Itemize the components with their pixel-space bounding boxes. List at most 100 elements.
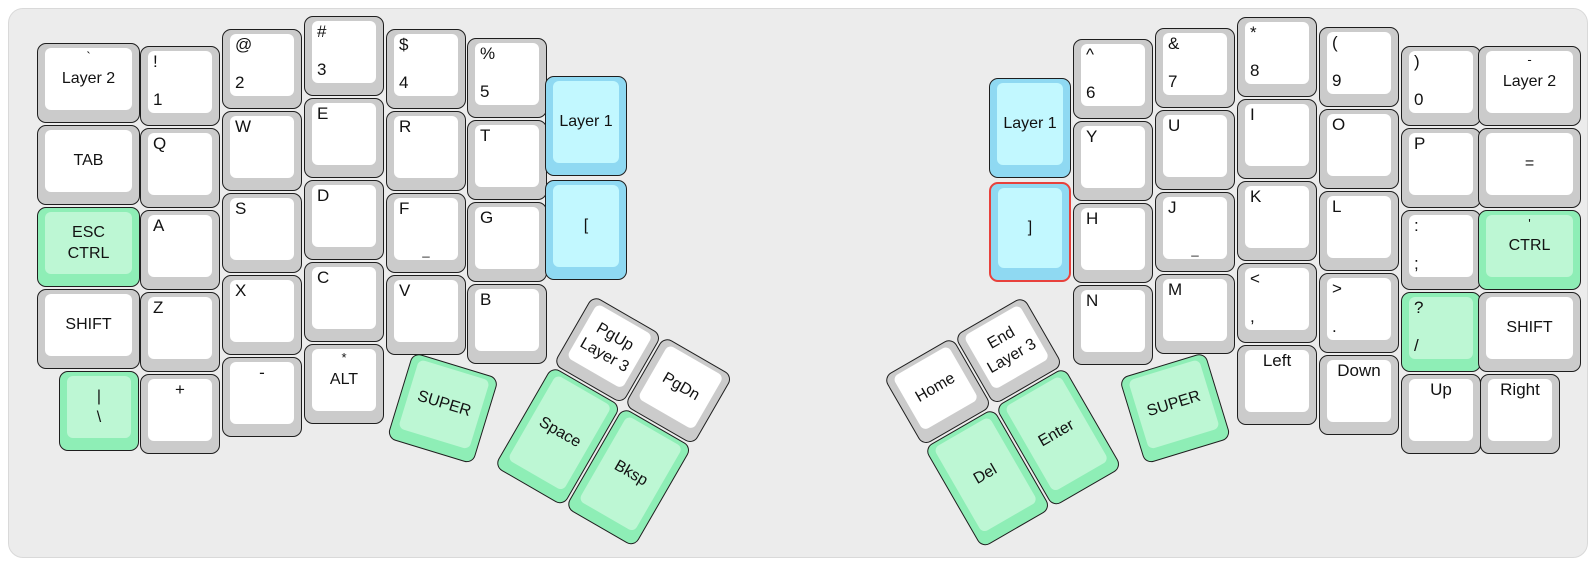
key-d[interactable]: D [304,180,384,260]
key-equals[interactable]: = [1478,128,1581,208]
key-label: Bksp [611,457,651,490]
key-tab[interactable]: TAB [37,125,140,205]
key-layer1-right[interactable]: Layer 1 [989,78,1071,178]
key-minus[interactable]: - [222,357,302,437]
key-q[interactable]: Q [140,128,220,208]
key-b[interactable]: B [467,284,547,364]
key-x[interactable]: X [222,275,302,355]
key-star-alt[interactable]: *ALT [304,344,384,424]
key-amp-7[interactable]: &7 [1155,28,1235,108]
keycap-face: SUPER [398,359,490,450]
key-lbracket[interactable]: [ [545,180,627,280]
key-rbracket[interactable]: ] [989,182,1071,282]
key-label: 0 [1414,90,1424,109]
key-label: L [1332,197,1342,216]
key-c[interactable]: C [304,262,384,342]
key-label: ' [1528,216,1531,231]
key-label: 2 [235,73,245,92]
key-at-2[interactable]: @2 [222,29,302,109]
key-e[interactable]: E [304,98,384,178]
key-hash-3[interactable]: #3 [304,16,384,96]
key-v[interactable]: V [386,275,466,355]
key-arrow-up[interactable]: Up [1401,374,1481,454]
key-label: Layer 2 [1502,73,1557,90]
key-m[interactable]: M [1155,274,1235,354]
key-label: 6 [1086,83,1096,102]
key-k[interactable]: K [1237,181,1317,261]
key-comma[interactable]: <, [1237,263,1317,343]
key-label: . [1332,317,1337,336]
key-label: Space [535,413,584,452]
key-paren-9[interactable]: (9 [1319,27,1399,107]
key-l[interactable]: L [1319,191,1399,271]
key-percent-5[interactable]: %5 [467,38,547,118]
key-label: R [399,117,412,136]
keycap-face: F_ [394,198,458,260]
key-label: SUPER [1144,387,1203,421]
key-period[interactable]: >. [1319,273,1399,353]
key-i[interactable]: I [1237,99,1317,179]
key-label: B [480,290,492,309]
keycap-face: [ [553,185,619,267]
key-label: / [1414,336,1419,355]
key-quote-ctrl[interactable]: 'CTRL [1478,210,1581,290]
keycap-face: A [148,215,212,277]
key-arrow-left[interactable]: Left [1237,345,1317,425]
key-u[interactable]: U [1155,110,1235,190]
key-label: SHIFT [65,316,112,333]
keycap-face: &7 [1163,33,1227,95]
key-y[interactable]: Y [1073,121,1153,201]
keycap-face: O [1327,114,1391,176]
key-label: 8 [1250,61,1260,80]
key-question-slash[interactable]: ?/ [1401,292,1481,372]
key-p[interactable]: P [1401,128,1481,208]
key-h[interactable]: H [1073,203,1153,283]
key-colon-semi[interactable]: :; [1401,210,1481,290]
key-label: _ [1191,242,1199,257]
key-n[interactable]: N [1073,285,1153,365]
key-label: ESC [72,223,105,241]
key-arrow-right[interactable]: Right [1480,374,1560,454]
key-z[interactable]: Z [140,292,220,372]
key-label: 1 [153,90,163,109]
keycap-face: W [230,116,294,178]
key-shift-left[interactable]: SHIFT [37,289,140,369]
key-o[interactable]: O [1319,109,1399,189]
key-t[interactable]: T [467,120,547,200]
key-arrow-down[interactable]: Down [1319,355,1399,435]
key-label: _ [422,243,430,258]
keycap-face: #3 [312,21,376,83]
key-star-8[interactable]: *8 [1237,17,1317,97]
key-j[interactable]: J_ [1155,192,1235,272]
key-a[interactable]: A [140,210,220,290]
key-minus-layer2[interactable]: -Layer 2 [1478,46,1581,126]
key-label: Q [153,134,167,153]
key-label: T [480,126,491,145]
key-pipe-backslash[interactable]: |\ [59,371,139,451]
key-w[interactable]: W [222,111,302,191]
key-label: ALT [329,371,359,388]
keycap-face: >. [1327,278,1391,340]
key-excl-1[interactable]: !1 [140,46,220,126]
key-dollar-4[interactable]: $4 [386,29,466,109]
key-f[interactable]: F_ [386,193,466,273]
key-label: Layer 2 [61,70,116,87]
key-paren-0[interactable]: )0 [1401,46,1481,126]
keycap-face: J_ [1163,197,1227,259]
key-s[interactable]: S [222,193,302,273]
key-label: ] [1027,219,1033,236]
key-r[interactable]: R [386,111,466,191]
key-label: N [1086,291,1099,310]
key-g[interactable]: G [467,202,547,282]
key-layer1-left[interactable]: Layer 1 [545,76,627,176]
key-caret-6[interactable]: ^6 [1073,39,1153,119]
key-label: P [1414,134,1426,153]
key-label: I [1250,105,1255,124]
key-label: M [1168,280,1183,299]
key-label: 7 [1168,72,1178,91]
key-grave-layer2[interactable]: `Layer 2 [37,43,140,123]
key-plus[interactable]: + [140,374,220,454]
key-label: Up [1430,380,1452,399]
key-shift-right[interactable]: SHIFT [1478,292,1581,372]
